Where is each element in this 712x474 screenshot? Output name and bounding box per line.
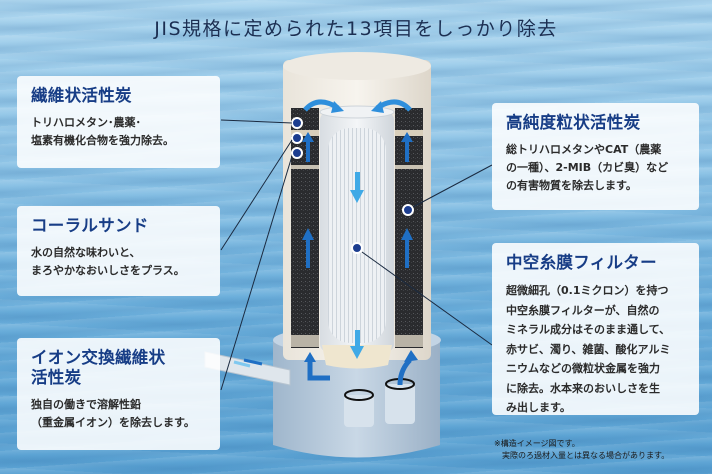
marker-fiber-carbon: [291, 117, 303, 129]
marker-coral-sand: [291, 132, 303, 144]
callout-description: 総トリハロメタンやCAT（農薬 の一種）、2-MIB（カビ臭）など の有害物質を…: [506, 143, 669, 192]
marker-ion-exchange: [291, 147, 303, 159]
hollow-fiber-membrane: [328, 128, 386, 343]
footnote: ※構造イメージ図です。 実際のろ過材入量とは異なる場合があります。: [494, 439, 670, 460]
callout-heading: イオン交換繊維状 活性炭: [31, 348, 166, 387]
marker-granular-carbon: [402, 204, 414, 216]
callout-heading: 高純度粒状活性炭: [506, 113, 641, 132]
callout-description: 独自の働きで溶解性鉛 （重金属イオン）を除去します。: [31, 398, 195, 429]
callout-description: トリハロメタン･農薬･ 塩素有機化合物を強力除去。: [31, 116, 174, 147]
callout-heading: 中空糸膜フィルター: [506, 253, 657, 272]
callout-description: 水の自然な味わいと、 まろやかなおいしさをプラス。: [31, 246, 185, 277]
callout-description: 超微細孔（0.1ミクロン）を持つ 中空糸膜フィルターが、自然の ミネラル成分はそ…: [506, 284, 671, 414]
callout-heading: コーラルサンド: [31, 216, 149, 235]
callout-heading: 繊維状活性炭: [31, 86, 132, 105]
callout-ion-exchange-fiber-carbon: イオン交換繊維状 活性炭 独自の働きで溶解性鉛 （重金属イオン）を除去します。: [17, 338, 220, 450]
callout-fiber-activated-carbon: 繊維状活性炭 トリハロメタン･農薬･ 塩素有機化合物を強力除去。: [17, 76, 220, 168]
callout-hollow-fiber-membrane: 中空糸膜フィルター 超微細孔（0.1ミクロン）を持つ 中空糸膜フィルターが、自然…: [492, 243, 699, 415]
callout-granular-activated-carbon: 高純度粒状活性炭 総トリハロメタンやCAT（農薬 の一種）、2-MIB（カビ臭）…: [492, 103, 699, 210]
callout-coral-sand: コーラルサンド 水の自然な味わいと、 まろやかなおいしさをプラス。: [17, 206, 220, 296]
marker-hollow-fiber: [351, 242, 363, 254]
diagram-title: JIS規格に定められた13項目をしっかり除去: [154, 18, 558, 40]
